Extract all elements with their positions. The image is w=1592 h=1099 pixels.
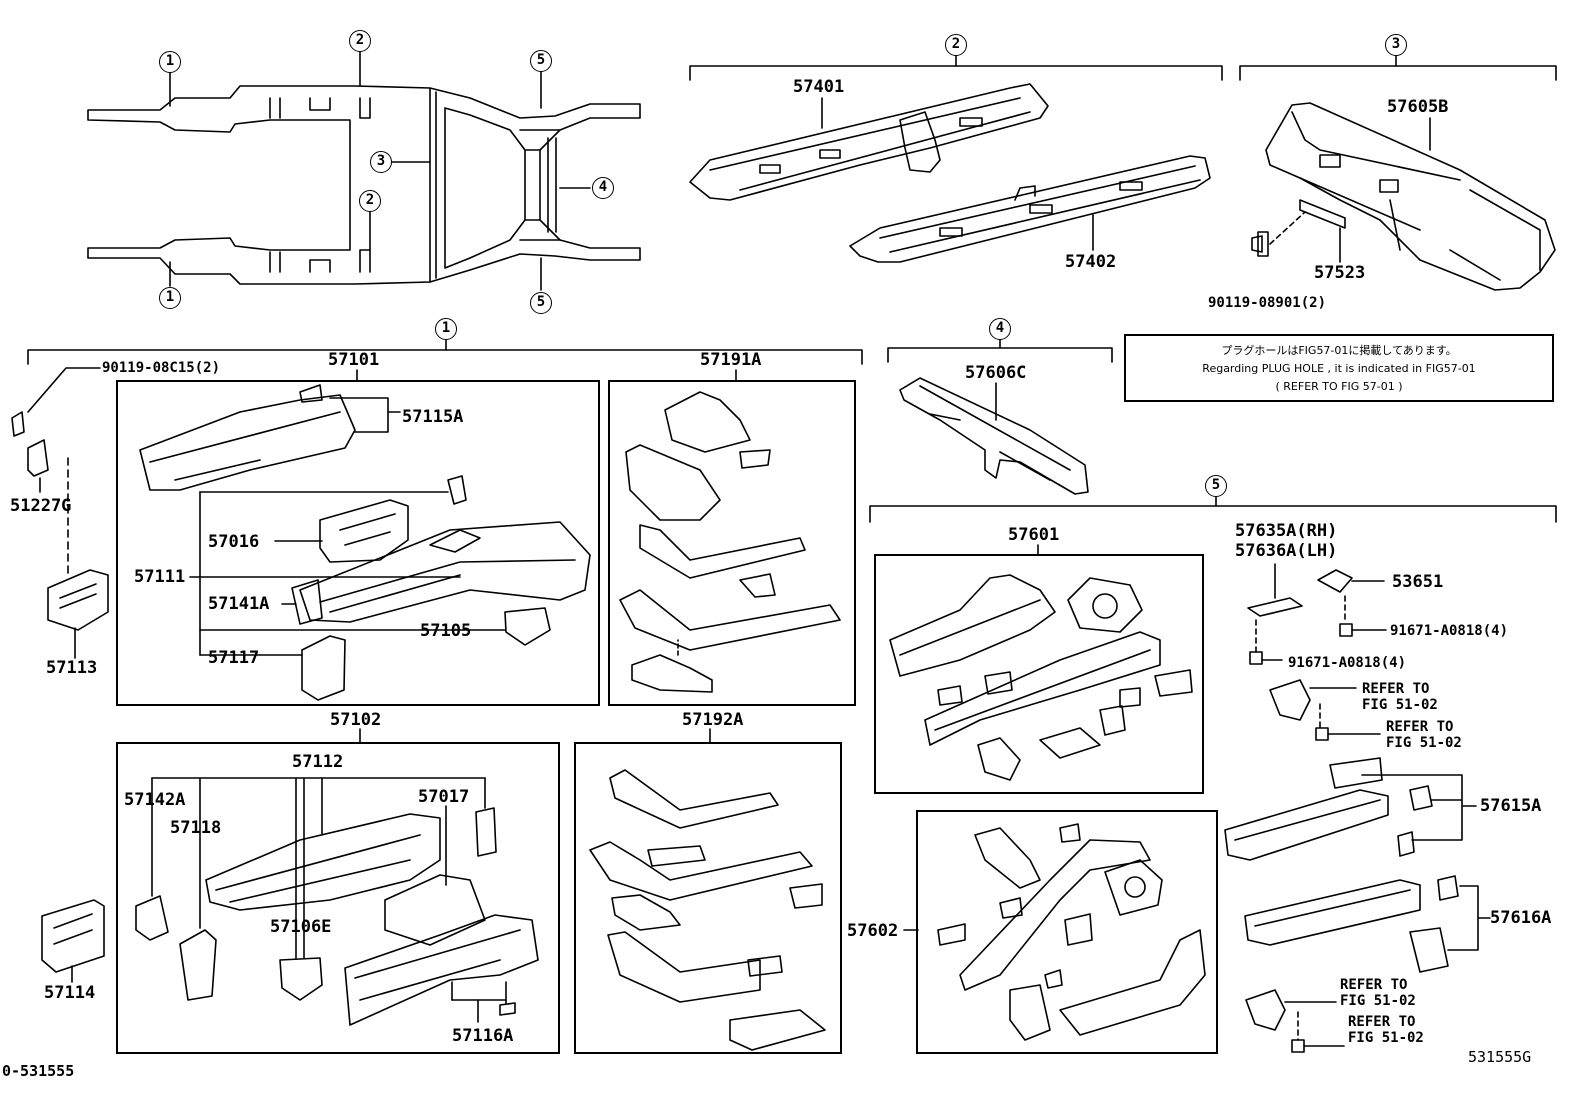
overview-callout-5-top: 5 xyxy=(530,50,552,72)
part-57616a: 57616A xyxy=(1490,908,1552,928)
part-51227g: 51227G xyxy=(10,496,72,516)
part-57102: 57102 xyxy=(330,710,382,730)
part-57111: 57111 xyxy=(134,567,186,587)
box-57102 xyxy=(116,742,560,1054)
part-57191a: 57191A xyxy=(700,350,762,370)
refer-to-label-1: REFER TO xyxy=(1362,681,1430,697)
box-57192a-parts xyxy=(589,728,826,1051)
refer-to-label-3: REFER TO xyxy=(1340,977,1408,993)
part-57113: 57113 xyxy=(46,658,98,678)
part-53651: 53651 xyxy=(1392,572,1444,592)
note-refer: ( REFER TO FIG 57-01 ) xyxy=(1275,380,1403,393)
part-57114: 57114 xyxy=(44,983,96,1003)
part-57606c: 57606C xyxy=(965,363,1027,383)
box-57601 xyxy=(874,554,1204,794)
part-57635a-rh: 57635A(RH) xyxy=(1235,521,1338,541)
part-57601: 57601 xyxy=(1008,525,1060,545)
group-header-1: 1 xyxy=(435,318,457,340)
group-1-bracket xyxy=(27,339,863,365)
group-5-bracket xyxy=(869,495,1557,523)
part-57192a: 57192A xyxy=(682,710,744,730)
footer-left-code: 0-531555 xyxy=(2,1062,75,1080)
part-57106e: 57106E xyxy=(270,917,332,937)
part-57118: 57118 xyxy=(170,818,222,838)
box-57101-parts xyxy=(139,369,591,701)
part-57636a-lh: 57636A(LH) xyxy=(1235,541,1338,561)
overview-callout-4: 4 xyxy=(592,177,614,199)
note-japanese: プラグホールはFIG57-01に掲載してあります。 xyxy=(1221,344,1457,357)
part-57401: 57401 xyxy=(793,77,845,97)
refer-fig-label-1: FIG 51-02 xyxy=(1362,697,1438,713)
group-header-2: 2 xyxy=(945,34,967,56)
group-4-parts xyxy=(887,337,1113,495)
part-57602: 57602 xyxy=(847,921,899,941)
part-90119-08c15: 90119-08C15(2) xyxy=(102,360,221,376)
overview-callout-2-top: 2 xyxy=(349,30,371,52)
part-57112: 57112 xyxy=(292,752,344,772)
overview-callout-3: 3 xyxy=(370,151,392,173)
part-57117: 57117 xyxy=(208,648,260,668)
box-57191a-parts xyxy=(619,369,841,693)
box-57602 xyxy=(916,810,1218,1054)
part-91671-a0818-lower: 91671-A0818(4) xyxy=(1288,655,1407,671)
box-57601-parts xyxy=(889,544,1193,781)
part-57605b: 57605B xyxy=(1387,97,1449,117)
plug-hole-note: プラグホールはFIG57-01に掲載してあります。 Regarding PLUG… xyxy=(1124,334,1554,402)
box-57191a xyxy=(608,380,856,706)
refer-fig-label-4: FIG 51-02 xyxy=(1348,1030,1424,1046)
part-90119-08901: 90119-08901(2) xyxy=(1208,295,1327,311)
group-header-3: 3 xyxy=(1385,34,1407,56)
part-57523: 57523 xyxy=(1314,263,1366,283)
box-57101 xyxy=(116,380,600,706)
overview-callout-1-top: 1 xyxy=(159,51,181,73)
note-english: Regarding PLUG HOLE , it is indicated in… xyxy=(1202,362,1476,375)
right-loose-parts xyxy=(1224,563,1491,1053)
part-57142a: 57142A xyxy=(124,790,186,810)
part-57141a: 57141A xyxy=(208,594,270,614)
left-loose-parts xyxy=(11,367,109,983)
part-91671-a0818-upper: 91671-A0818(4) xyxy=(1390,623,1509,639)
box-57602-parts xyxy=(903,823,1206,1041)
group-header-4: 4 xyxy=(989,318,1011,340)
part-57016: 57016 xyxy=(208,532,260,552)
group-2-parts xyxy=(689,55,1223,263)
overview-callout-2-bottom: 2 xyxy=(359,190,381,212)
group-header-5: 5 xyxy=(1205,475,1227,497)
frame-overview xyxy=(87,51,641,291)
part-57115a: 57115A xyxy=(402,407,464,427)
part-57101: 57101 xyxy=(328,350,380,370)
part-57615a: 57615A xyxy=(1480,796,1542,816)
part-57105: 57105 xyxy=(420,621,472,641)
part-57017: 57017 xyxy=(418,787,470,807)
refer-fig-label-2: FIG 51-02 xyxy=(1386,735,1462,751)
box-57102-parts xyxy=(135,728,539,1026)
refer-to-label-2: REFER TO xyxy=(1386,719,1454,735)
refer-to-label-4: REFER TO xyxy=(1348,1014,1416,1030)
group-3-parts xyxy=(1239,55,1557,291)
part-57116a: 57116A xyxy=(452,1026,514,1046)
overview-callout-1-bottom: 1 xyxy=(159,287,181,309)
overview-callout-5-bottom: 5 xyxy=(530,292,552,314)
refer-fig-label-3: FIG 51-02 xyxy=(1340,993,1416,1009)
box-57192a xyxy=(574,742,842,1054)
part-57402: 57402 xyxy=(1065,252,1117,272)
footer-right-code: 531555G xyxy=(1468,1048,1532,1066)
